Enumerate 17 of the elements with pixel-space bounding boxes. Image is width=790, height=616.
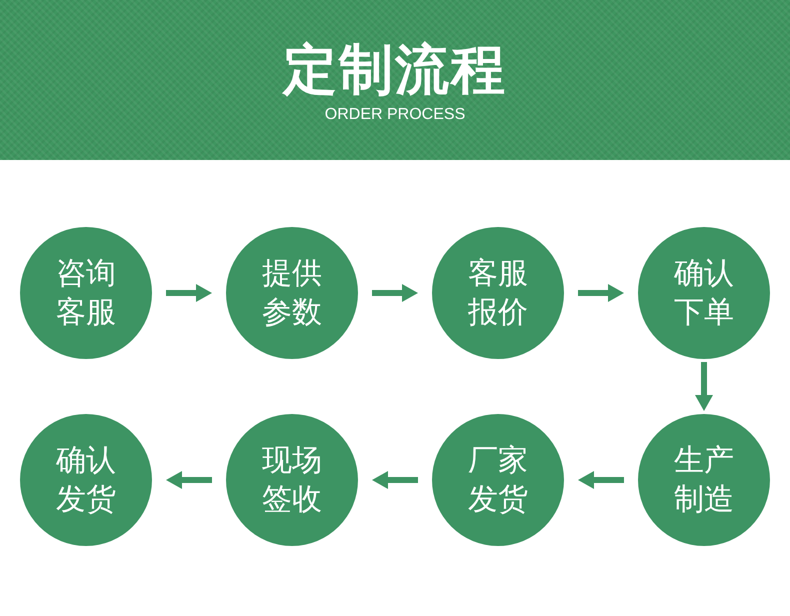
step-label: 厂家发货 <box>467 442 529 519</box>
subtitle: ORDER PROCESS <box>324 106 466 124</box>
step-label: 提供参数 <box>261 255 323 332</box>
arrow <box>695 362 713 411</box>
arrow <box>166 284 212 302</box>
step-label: 客服报价 <box>467 255 529 332</box>
arrow <box>578 284 624 302</box>
arrow <box>372 284 418 302</box>
arrow <box>578 471 624 489</box>
step-label: 现场签收 <box>261 442 323 519</box>
step-label: 生产制造 <box>673 442 735 519</box>
step-label: 确认发货 <box>55 442 117 519</box>
title: 定制流程 <box>283 37 507 103</box>
arrow <box>372 471 418 489</box>
step-label: 确认下单 <box>673 255 735 332</box>
arrow <box>166 471 212 489</box>
step-label: 咨询客服 <box>55 255 117 332</box>
